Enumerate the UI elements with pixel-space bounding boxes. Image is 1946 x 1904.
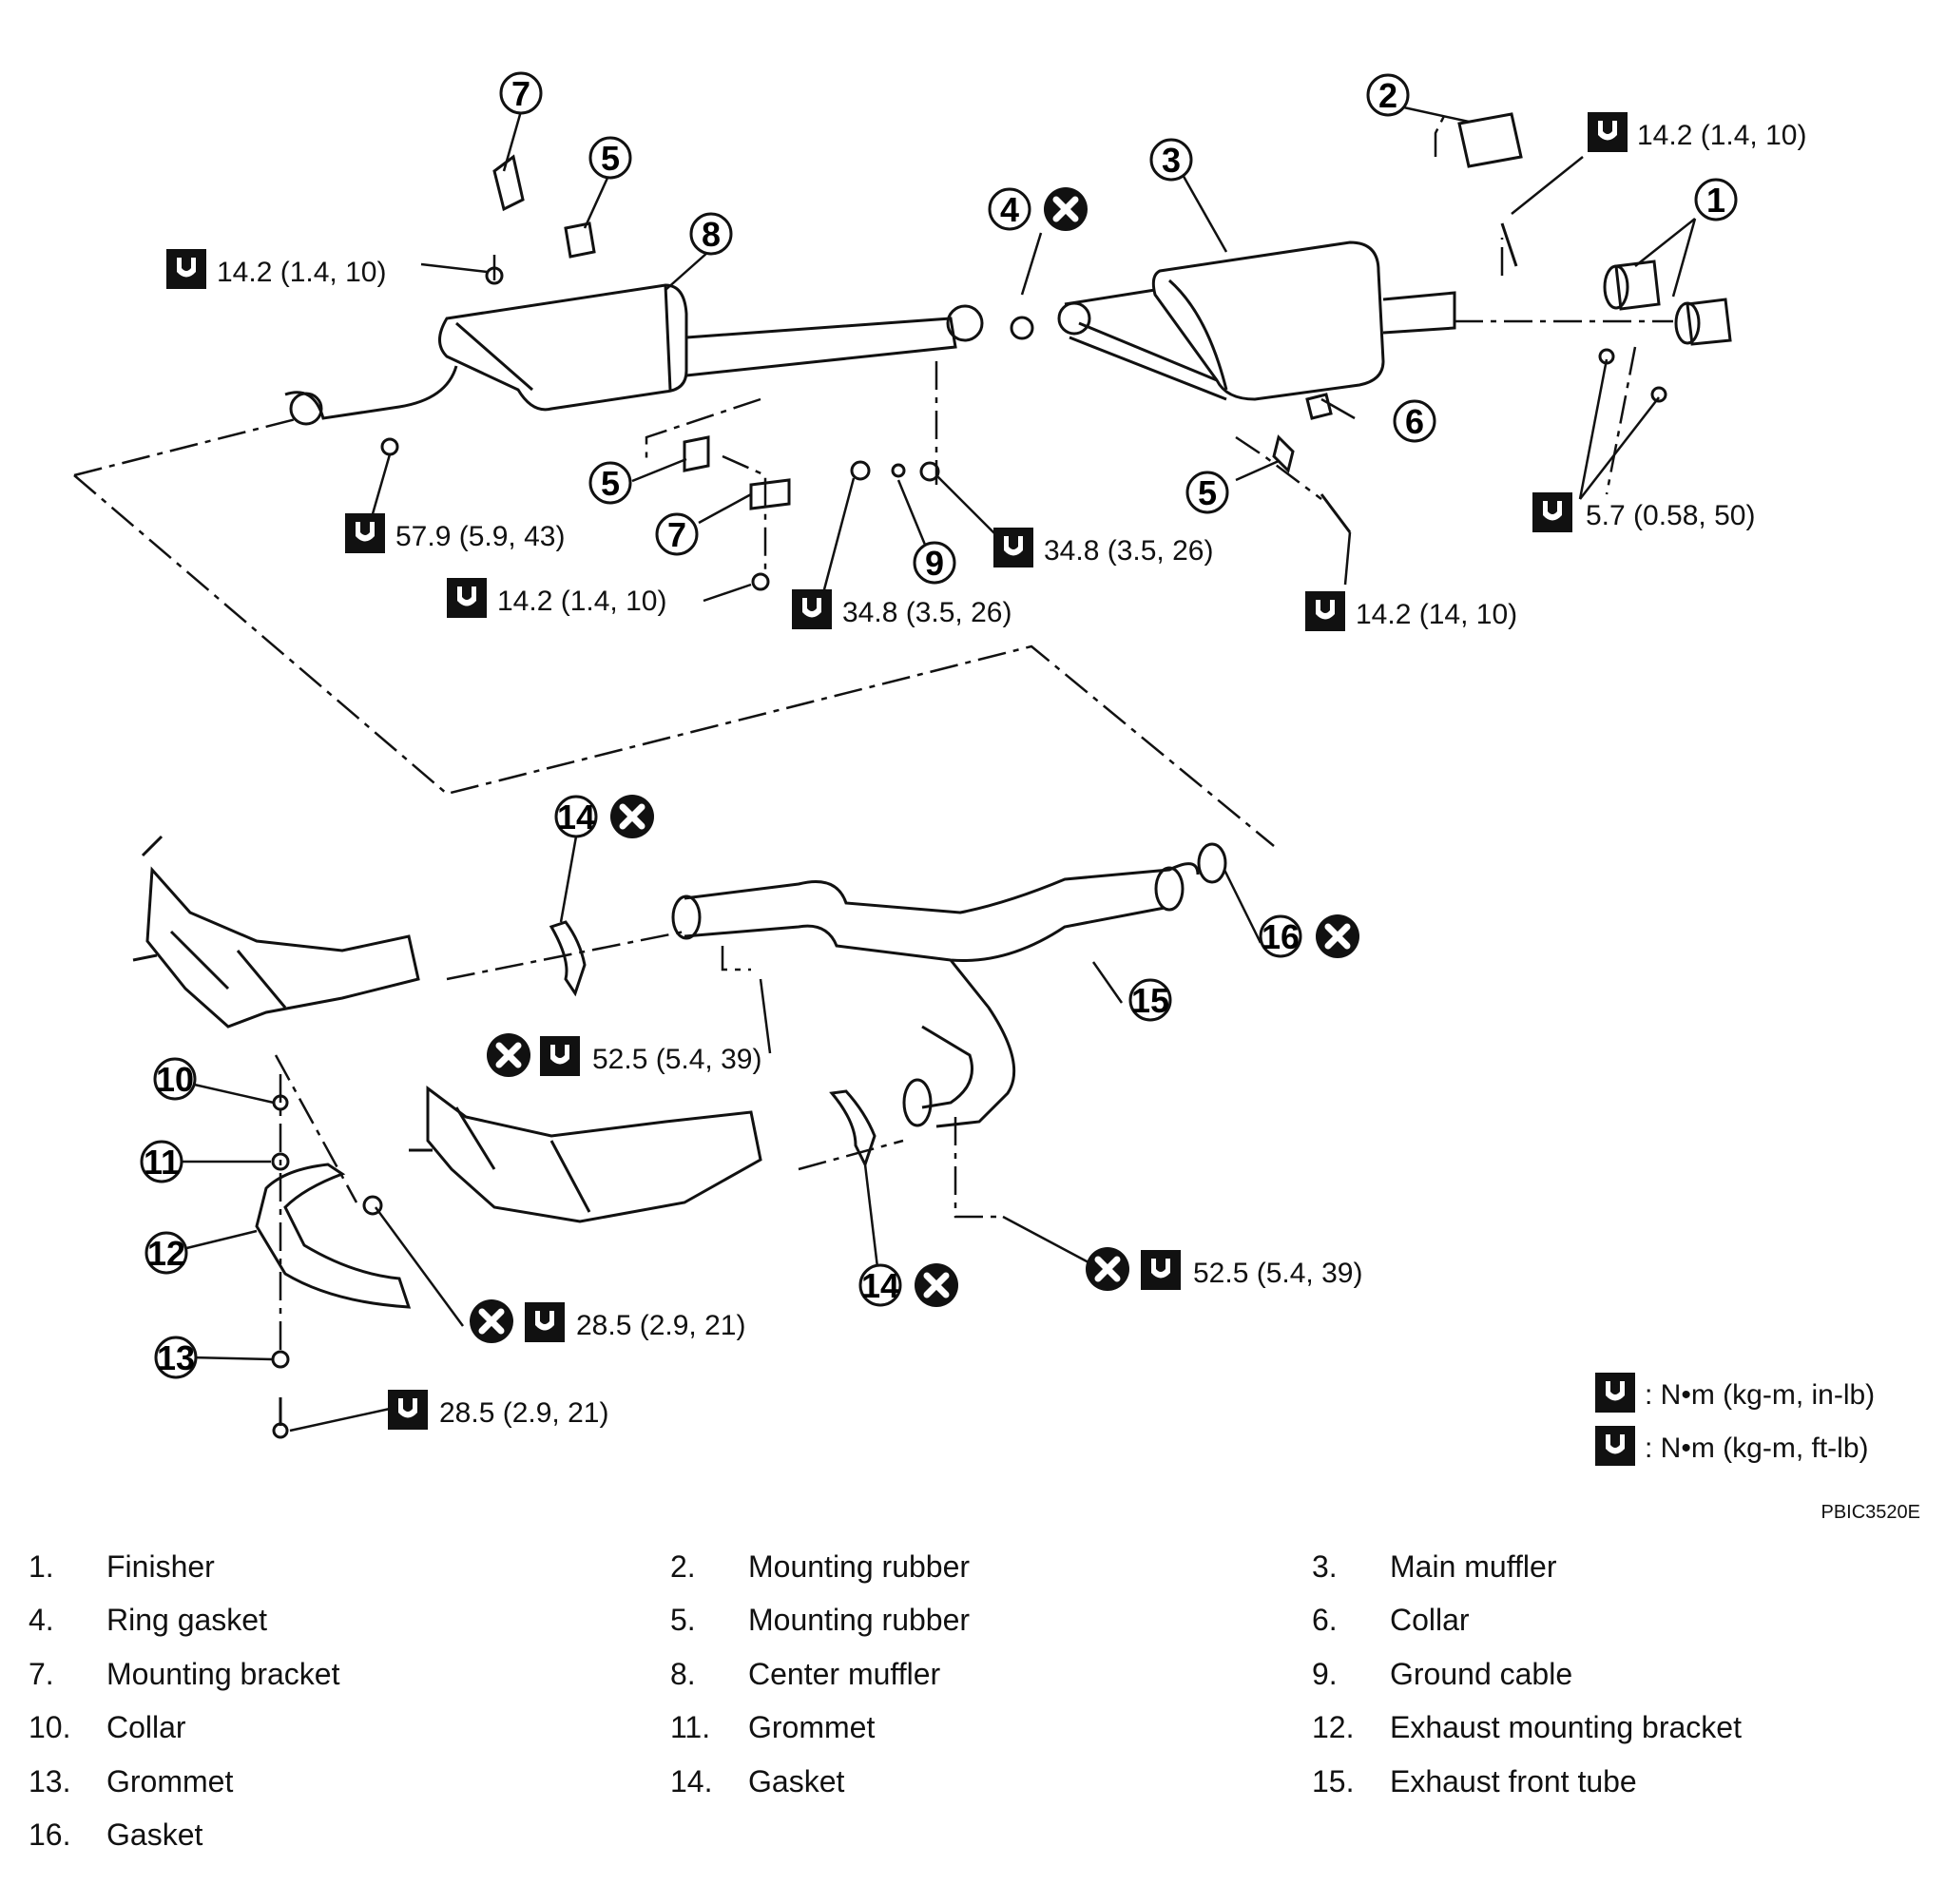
callout-6: 6 — [1393, 399, 1436, 443]
svg-text:5.7 (0.58, 50): 5.7 (0.58, 50) — [1586, 500, 1755, 531]
legend-ft-lb: : N•m (kg-m, ft-lb) — [1595, 1426, 1869, 1466]
svg-text:14.2 (14, 10): 14.2 (14, 10) — [1356, 599, 1517, 630]
callout-16: 16 — [1259, 914, 1302, 958]
legend-in-lb: : N•m (kg-m, in-lb) — [1595, 1373, 1875, 1413]
svg-text:8: 8 — [702, 215, 721, 254]
svg-text:34.8 (3.5, 26): 34.8 (3.5, 26) — [1044, 535, 1213, 567]
torque-label-center-muffler-inlet: 57.9 (5.9, 43) — [345, 513, 565, 553]
callout-11: 11 — [140, 1140, 183, 1183]
callout-4: 4 — [988, 187, 1031, 231]
parts-legend: 1.Finisher 2.Mounting rubber 3.Main muff… — [29, 1540, 1930, 1892]
torque-label-bracket-7-lower: 14.2 (1.4, 10) — [447, 578, 666, 618]
torque-label-finisher: 5.7 (0.58, 50) — [1532, 492, 1755, 532]
callout-14-upper: 14 — [554, 795, 598, 838]
part-item: 2.Mounting rubber — [670, 1548, 971, 1584]
part-item: 14.Gasket — [670, 1763, 845, 1798]
part-item: 8.Center muffler — [670, 1656, 941, 1691]
callout-5-upper: 5 — [588, 136, 632, 180]
part-item: 13.Grommet — [29, 1763, 234, 1798]
part-item: 1.Finisher — [29, 1548, 215, 1584]
part-item: 6.Collar — [1312, 1603, 1470, 1638]
torque-label-bracket-12: 28.5 (2.9, 21) — [525, 1302, 745, 1342]
svg-text:14: 14 — [557, 798, 595, 837]
part-item: 5.Mounting rubber — [670, 1603, 971, 1638]
callout-10: 10 — [153, 1057, 197, 1101]
part-item: 7.Mounting bracket — [29, 1656, 340, 1691]
svg-text:16: 16 — [1262, 917, 1300, 956]
part-item: 16.Gasket — [29, 1817, 203, 1853]
callout-13: 13 — [154, 1336, 198, 1379]
torque-label-front-tube-lower: 52.5 (5.4, 39) — [1141, 1250, 1362, 1290]
torque-label-collar: 14.2 (14, 10) — [1305, 591, 1517, 631]
svg-text:14.2 (1.4, 10): 14.2 (1.4, 10) — [217, 257, 386, 288]
part-item: 12.Exhaust mounting bracket — [1312, 1710, 1742, 1745]
torque-label-front-tube-upper: 52.5 (5.4, 39) — [540, 1036, 761, 1076]
svg-text:1: 1 — [1706, 181, 1725, 220]
no-reuse-icon — [487, 1033, 530, 1077]
svg-text:52.5 (5.4, 39): 52.5 (5.4, 39) — [592, 1044, 761, 1075]
part-item: 11.Grommet — [670, 1710, 876, 1745]
no-reuse-icon — [610, 795, 654, 838]
part-item: 15.Exhaust front tube — [1312, 1763, 1637, 1798]
no-reuse-icon — [915, 1263, 958, 1307]
callout-8: 8 — [689, 212, 733, 256]
svg-text:6: 6 — [1405, 402, 1424, 441]
no-reuse-icon — [1086, 1247, 1129, 1291]
callout-7-lower: 7 — [655, 512, 699, 556]
svg-text:28.5 (2.9, 21): 28.5 (2.9, 21) — [439, 1397, 608, 1429]
svg-text:11: 11 — [144, 1143, 180, 1182]
torque-label-mounting-rubber-2: 14.2 (1.4, 10) — [1588, 112, 1806, 152]
torque-label-bracket-bolt: 28.5 (2.9, 21) — [388, 1390, 608, 1430]
callout-15: 15 — [1128, 978, 1172, 1022]
svg-text:52.5 (5.4, 39): 52.5 (5.4, 39) — [1193, 1258, 1362, 1289]
svg-text:57.9 (5.9, 43): 57.9 (5.9, 43) — [395, 521, 565, 552]
svg-text:12: 12 — [147, 1234, 185, 1273]
svg-text:13: 13 — [157, 1338, 195, 1377]
svg-text:3: 3 — [1162, 141, 1181, 180]
svg-text:5: 5 — [601, 139, 620, 178]
svg-text:4: 4 — [1000, 190, 1019, 229]
svg-text:10: 10 — [156, 1060, 194, 1099]
no-reuse-icon — [1316, 914, 1359, 958]
torque-label-ground-cable: 34.8 (3.5, 26) — [792, 589, 1012, 629]
callout-14-lower: 14 — [858, 1263, 902, 1307]
svg-text:34.8 (3.5, 26): 34.8 (3.5, 26) — [842, 597, 1012, 628]
svg-text:5: 5 — [1198, 473, 1217, 512]
part-item: 3.Main muffler — [1312, 1548, 1557, 1584]
svg-text:7: 7 — [667, 515, 686, 554]
svg-text:: N•m (kg-m, in-lb): : N•m (kg-m, in-lb) — [1645, 1379, 1875, 1411]
svg-text:15: 15 — [1131, 981, 1169, 1020]
no-reuse-icon — [1044, 187, 1088, 231]
svg-text:14: 14 — [861, 1266, 899, 1305]
no-reuse-icon — [470, 1299, 513, 1343]
svg-text:14.2 (1.4, 10): 14.2 (1.4, 10) — [1637, 120, 1806, 151]
callout-1: 1 — [1694, 178, 1738, 221]
callout-5-lower-right: 5 — [1185, 471, 1229, 514]
callout-12: 12 — [145, 1231, 188, 1275]
svg-text:5: 5 — [601, 464, 620, 503]
svg-text:9: 9 — [925, 544, 944, 583]
callout-9: 9 — [913, 541, 956, 585]
callout-5-lower-left: 5 — [588, 461, 632, 505]
part-item: 9.Ground cable — [1312, 1656, 1573, 1691]
figure-code: PBIC3520E — [1821, 1502, 1920, 1523]
callout-7-upper: 7 — [499, 71, 543, 115]
torque-label-bracket-7-upper: 14.2 (1.4, 10) — [166, 249, 386, 289]
callout-2: 2 — [1366, 73, 1410, 117]
svg-text:14.2 (1.4, 10): 14.2 (1.4, 10) — [497, 586, 666, 617]
part-item: 4.Ring gasket — [29, 1603, 267, 1638]
svg-text:28.5 (2.9, 21): 28.5 (2.9, 21) — [576, 1310, 745, 1341]
svg-text:: N•m (kg-m, ft-lb): : N•m (kg-m, ft-lb) — [1645, 1433, 1869, 1464]
svg-text:2: 2 — [1378, 76, 1397, 115]
callout-3: 3 — [1149, 138, 1193, 182]
svg-text:7: 7 — [511, 74, 530, 113]
exhaust-system-diagram: 1 2 3 4 5 5 5 6 7 7 8 9 10 11 12 13 14 1… — [73, 71, 1920, 1523]
part-item: 10.Collar — [29, 1710, 186, 1745]
torque-label-ring-gasket-joint: 34.8 (3.5, 26) — [993, 528, 1213, 567]
